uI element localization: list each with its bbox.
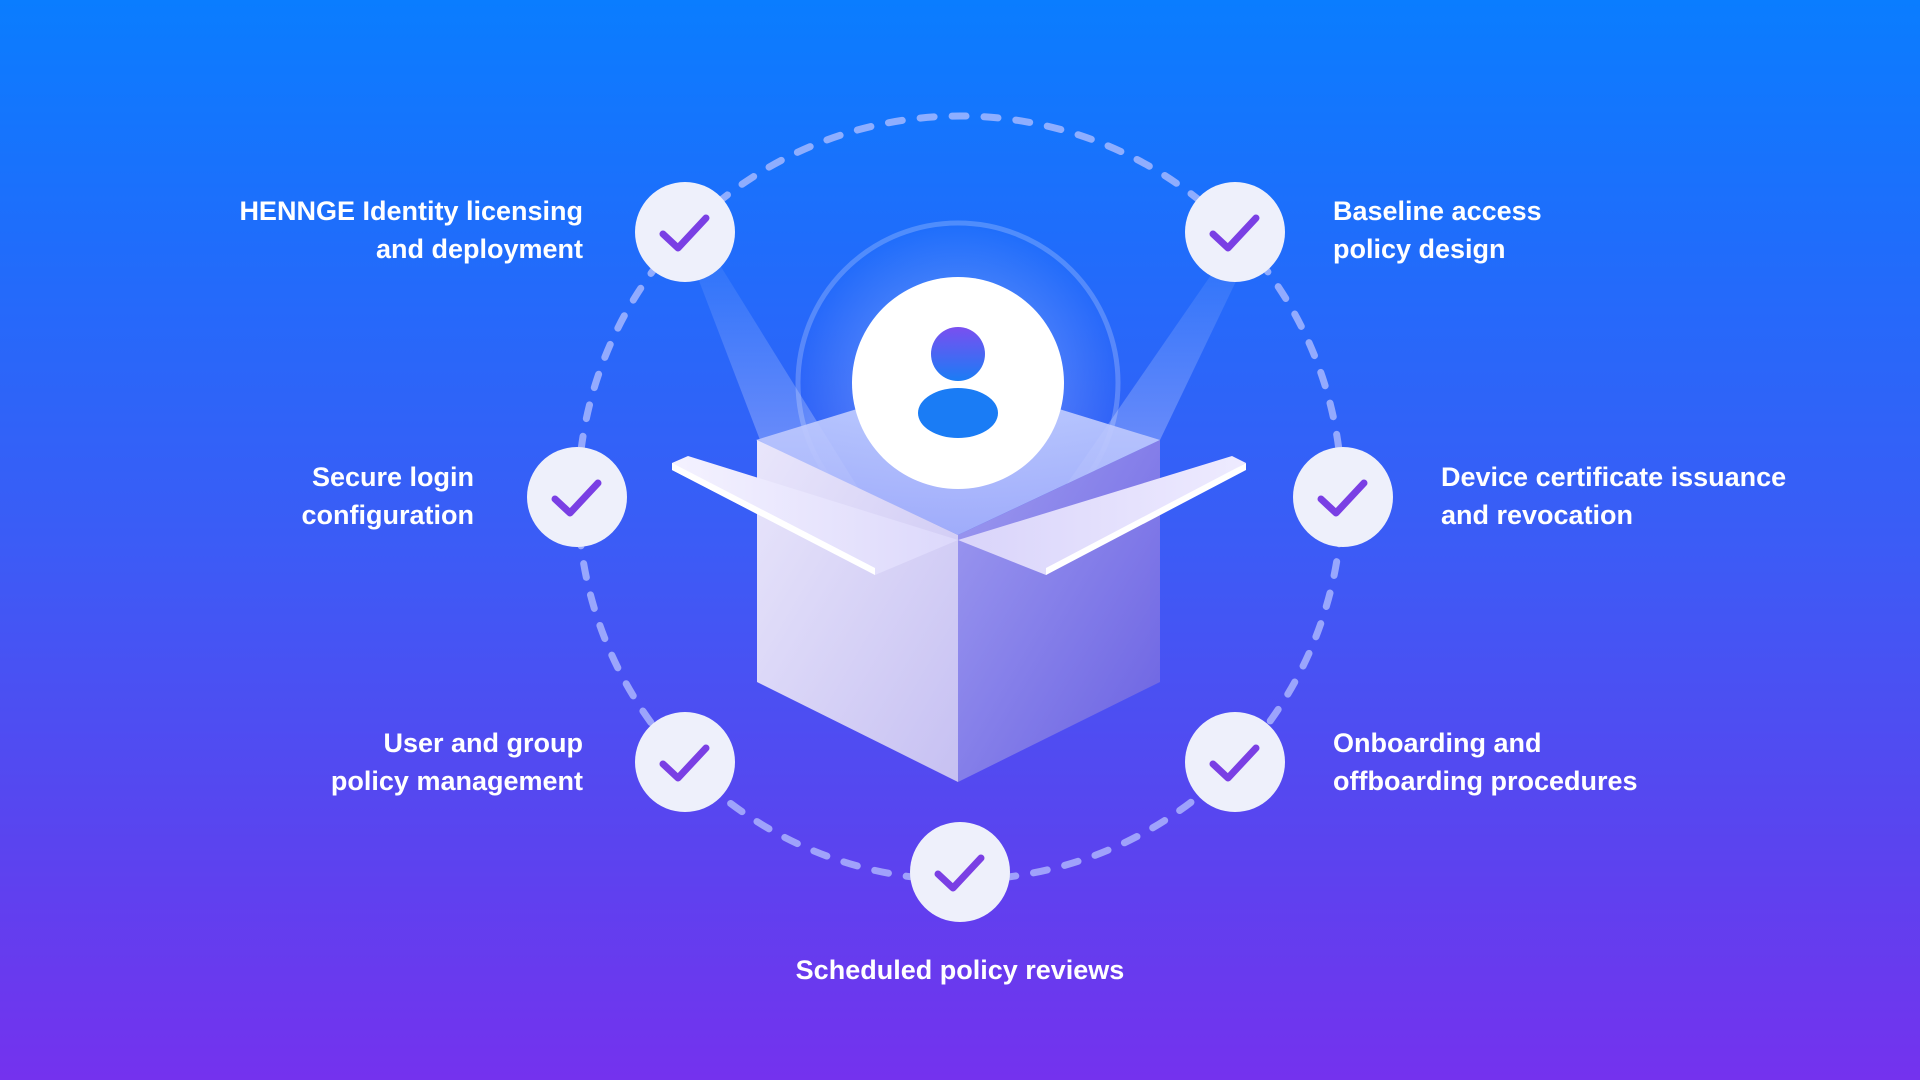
item-reviews-label: Scheduled policy reviews — [760, 951, 1160, 989]
check-node-user-group — [635, 712, 735, 812]
check-icon — [659, 214, 710, 252]
check-node-circle — [1293, 447, 1393, 547]
check-node-reviews — [910, 822, 1010, 922]
item-login-line1: Secure login — [311, 462, 474, 492]
check-node-circle — [1185, 182, 1285, 282]
check-icon — [551, 479, 602, 517]
user-avatar — [852, 277, 1064, 489]
check-icon — [1209, 744, 1260, 782]
item-licensing-line2: and deployment — [375, 234, 583, 264]
item-user-group-line2: policy management — [330, 766, 583, 796]
check-node-circle — [635, 712, 735, 812]
check-nodes — [527, 182, 1393, 922]
check-icon — [934, 854, 985, 892]
item-onboarding-line1: Onboarding and — [1333, 728, 1542, 758]
check-node-device — [1293, 447, 1393, 547]
item-licensing-label: HENNGE Identity licensing and deployment — [239, 192, 583, 268]
check-node-circle — [527, 447, 627, 547]
item-login-line2: configuration — [301, 500, 474, 530]
check-node-login — [527, 447, 627, 547]
check-node-circle — [635, 182, 735, 282]
box-left-flap-edge — [672, 463, 875, 575]
item-baseline-line1: Baseline access — [1333, 196, 1542, 226]
item-baseline-line2: policy design — [1333, 234, 1506, 264]
item-user-group-line1: User and group — [383, 728, 583, 758]
item-device-line2: and revocation — [1441, 500, 1634, 530]
check-node-circle — [1185, 712, 1285, 812]
item-onboarding-line2: offboarding procedures — [1333, 766, 1638, 796]
check-node-onboarding — [1185, 712, 1285, 812]
box-right-flap-edge — [1046, 463, 1246, 575]
check-icon — [659, 744, 710, 782]
check-node-baseline — [1185, 182, 1285, 282]
check-icon — [1317, 479, 1368, 517]
box-left-flap — [672, 456, 958, 575]
user-icon — [918, 327, 998, 438]
item-user-group-label: User and group policy management — [331, 724, 583, 800]
item-reviews-line1: Scheduled policy reviews — [795, 955, 1125, 985]
check-node-circle — [910, 822, 1010, 922]
item-device-label: Device certificate issuance and revocati… — [1441, 458, 1786, 534]
item-baseline-label: Baseline access policy design — [1333, 192, 1542, 268]
item-device-line1: Device certificate issuance — [1441, 462, 1787, 492]
item-onboarding-label: Onboarding and offboarding procedures — [1333, 724, 1638, 800]
check-node-licensing — [635, 182, 735, 282]
item-login-label: Secure login configuration — [302, 458, 474, 534]
check-icon — [1209, 214, 1260, 252]
box-right-flap — [958, 456, 1246, 575]
item-licensing-line1: HENNGE Identity licensing — [239, 196, 583, 226]
